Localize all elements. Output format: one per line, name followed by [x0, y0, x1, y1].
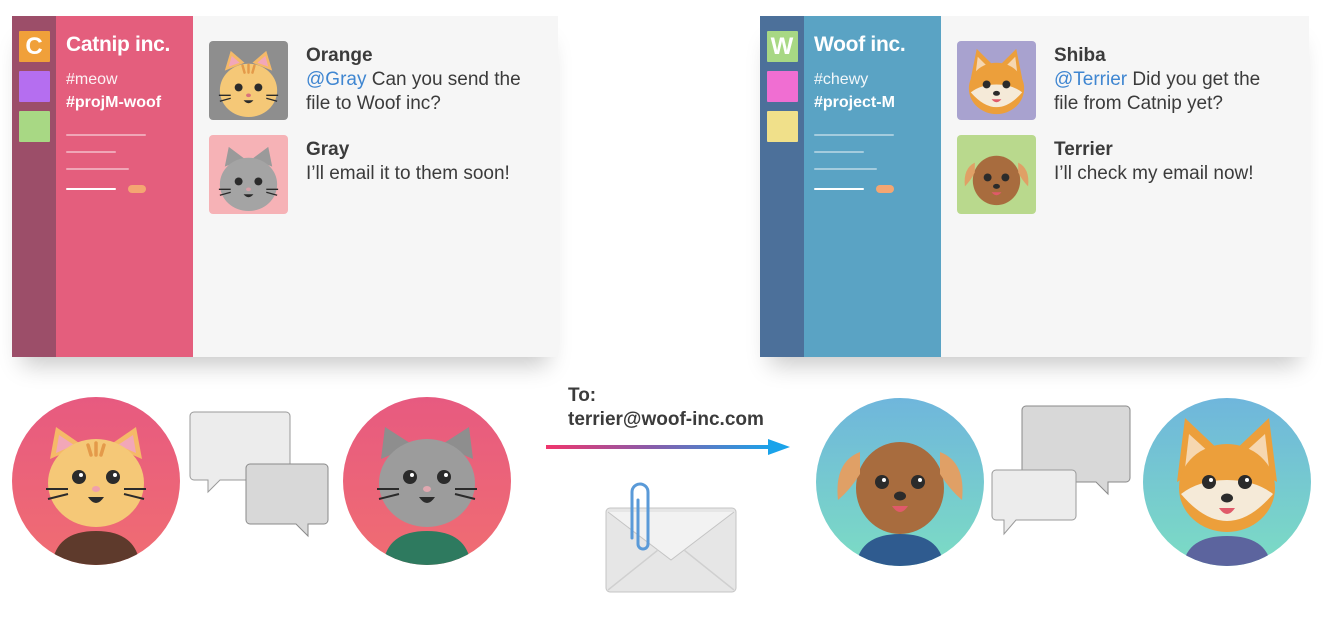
channel-item-chewy[interactable]: #chewy	[814, 71, 869, 88]
shiba-dog-avatar[interactable]	[957, 41, 1036, 120]
unread-pill	[128, 185, 146, 193]
woof-workspace-window: W Woof inc. #chewy #project-M	[760, 16, 1309, 357]
shiba-dog-portrait	[1143, 398, 1311, 566]
message-item: Orange @Gray Can you send the file to Wo…	[209, 41, 558, 120]
channel-sidebar: Woof inc. #chewy #project-M	[804, 16, 941, 357]
email-address: terrier@woof-inc.com	[568, 409, 764, 430]
email-to-label: To:	[568, 385, 597, 406]
message-pane: Orange @Gray Can you send the file to Wo…	[193, 16, 558, 357]
workspace-tile-woof[interactable]: W	[766, 31, 798, 62]
channel-item-meow[interactable]: #meow	[66, 71, 118, 88]
mention-link[interactable]: @Terrier	[1054, 69, 1128, 90]
workspace-tile-catnip[interactable]: C	[18, 31, 50, 62]
unread-pill	[876, 185, 894, 193]
message-author[interactable]: Gray	[306, 139, 350, 160]
gray-cat-avatar[interactable]	[209, 135, 288, 214]
message-author[interactable]: Shiba	[1054, 45, 1106, 66]
workspace-switcher-rail: W	[760, 16, 804, 357]
placeholder-lines	[66, 134, 193, 193]
message-item: Terrier I’ll check my email now!	[957, 135, 1309, 214]
paperclip-icon	[630, 482, 650, 551]
workspace-switcher-rail: C	[12, 16, 56, 357]
message-text: I’ll check my email now!	[1054, 163, 1254, 184]
placeholder-lines	[814, 134, 941, 193]
channel-item-projm-woof[interactable]: #projM-woof	[66, 94, 162, 111]
chat-bubbles-icon	[991, 405, 1131, 536]
message-item: Shiba @Terrier Did you get the file from…	[957, 41, 1309, 120]
message-text: @Gray Can you send the	[306, 69, 521, 90]
message-text: I’ll email it to them soon!	[306, 163, 510, 184]
message-text-line: file from Catnip yet?	[1054, 93, 1223, 114]
mention-link[interactable]: @Gray	[306, 69, 367, 90]
gray-cat-portrait	[343, 397, 511, 565]
catnip-workspace-window: C Catnip inc. #meow #projM-woof	[12, 16, 558, 357]
arrow-icon	[546, 439, 790, 455]
orange-cat-portrait	[12, 397, 180, 565]
workspace-name[interactable]: Woof inc.	[814, 33, 906, 56]
channel-item-project-m[interactable]: #project-M	[814, 94, 895, 111]
message-author[interactable]: Orange	[306, 45, 373, 66]
chat-bubbles-icon	[189, 411, 329, 538]
envelope-icon	[605, 482, 737, 593]
message-author[interactable]: Terrier	[1054, 139, 1113, 160]
workspace-tile-pink[interactable]	[766, 71, 798, 102]
email-recipient-label: To: terrier@woof-inc.com	[568, 384, 764, 432]
workspace-tile-green[interactable]	[18, 111, 50, 142]
workspace-tile-purple[interactable]	[18, 71, 50, 102]
workspace-name[interactable]: Catnip inc.	[66, 33, 171, 56]
message-item: Gray I’ll email it to them soon!	[209, 135, 558, 214]
message-text-line: file to Woof inc?	[306, 93, 441, 114]
terrier-dog-avatar[interactable]	[957, 135, 1036, 214]
message-pane: Shiba @Terrier Did you get the file from…	[941, 16, 1309, 357]
orange-cat-avatar[interactable]	[209, 41, 288, 120]
message-text: @Terrier Did you get the	[1054, 69, 1261, 90]
channel-sidebar: Catnip inc. #meow #projM-woof	[56, 16, 193, 357]
terrier-dog-portrait	[816, 398, 984, 566]
workspace-tile-yellow[interactable]	[766, 111, 798, 142]
